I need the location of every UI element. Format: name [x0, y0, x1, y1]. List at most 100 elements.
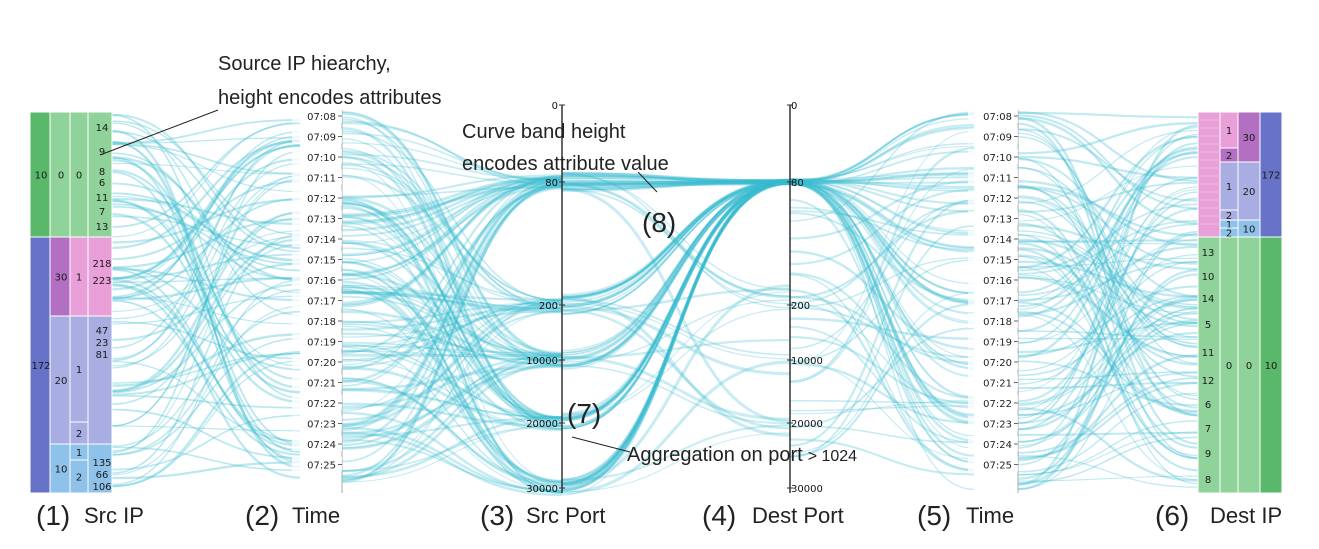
port-tick-label: 30000 — [791, 484, 823, 495]
flow-band — [111, 205, 301, 265]
flow-band — [561, 171, 791, 185]
flow-band — [1017, 207, 1199, 403]
time-tick-label: 07:09 — [983, 133, 1012, 144]
flow-band — [789, 210, 975, 236]
flow-band — [561, 424, 791, 482]
flow-band — [341, 366, 563, 431]
hier-label: 8 — [1205, 475, 1211, 486]
flow-band — [561, 296, 791, 437]
flow-band — [111, 213, 301, 403]
flow-band — [789, 405, 975, 412]
flow-band — [789, 273, 975, 471]
tick-bg — [292, 272, 342, 287]
flow-band — [789, 289, 975, 472]
tick-bg — [292, 292, 342, 308]
hier-label: 10 — [1202, 272, 1215, 283]
tick-bg — [292, 251, 342, 267]
axis-label: Time — [966, 503, 1014, 528]
flow-band — [111, 262, 301, 341]
flow-band — [1017, 128, 1199, 401]
flow-band — [561, 182, 791, 299]
time-tick-label: 07:25 — [983, 461, 1012, 472]
flow-band — [561, 181, 791, 306]
flow-band — [561, 181, 791, 482]
flow-band — [111, 211, 301, 452]
flow-band — [341, 247, 563, 301]
flow-band — [341, 201, 563, 424]
axis-label: Dest IP — [1210, 503, 1282, 528]
time-axis-1: 07:0807:0907:1007:1107:1207:1307:1407:15… — [292, 108, 343, 493]
annotation-line: Aggregation on port> 1024 — [627, 444, 857, 466]
time-tick-label: 07:25 — [307, 461, 336, 472]
flow-band — [789, 173, 975, 183]
time-tick-label: 07:17 — [983, 297, 1012, 308]
flow-band — [341, 185, 563, 463]
flow-band — [111, 113, 301, 249]
flow-band — [111, 137, 301, 144]
flow-band — [341, 310, 563, 338]
annotation-leader — [637, 171, 658, 193]
port-tick-label: 30000 — [526, 484, 558, 495]
hier-label: 1 — [1226, 126, 1232, 137]
flow-band — [1017, 238, 1199, 310]
flow-band — [561, 364, 791, 425]
time-tick-label: 07:22 — [307, 399, 336, 410]
flow-band — [341, 290, 563, 357]
flow-band — [561, 179, 791, 190]
flow-band — [111, 320, 301, 360]
flow-band — [111, 350, 301, 488]
flow-band — [789, 209, 975, 299]
flow-band — [1017, 245, 1199, 316]
flow-band — [111, 145, 301, 283]
hier-label: 10 — [1265, 361, 1278, 372]
flow-band — [561, 179, 791, 191]
flow-band — [341, 359, 563, 450]
axis-title-src-ip: (1) Src IP — [36, 500, 144, 531]
flow-band — [561, 338, 791, 359]
hier-label: 2 — [76, 429, 82, 440]
flow-band — [1017, 475, 1199, 482]
flow-band — [341, 182, 563, 428]
flow-band — [341, 416, 563, 437]
flow-band — [111, 283, 301, 443]
flow-band — [561, 180, 791, 420]
flow-band — [561, 179, 791, 496]
flow-band — [561, 174, 791, 184]
flow-band — [561, 172, 791, 309]
axis-label: Src IP — [84, 503, 144, 528]
flow-band — [341, 355, 563, 473]
flow-band — [789, 317, 975, 340]
flow-band — [1017, 135, 1199, 303]
flow-band — [341, 180, 563, 281]
flow-band — [111, 143, 301, 349]
hier-block — [1259, 236, 1283, 494]
flow-band — [341, 362, 563, 480]
flow-band — [341, 120, 563, 187]
flow-band — [111, 408, 301, 459]
flow-band — [1017, 191, 1199, 449]
flow-band — [789, 183, 975, 305]
tick-bg — [292, 231, 342, 246]
flow-band — [1017, 223, 1199, 297]
flow-band — [111, 283, 301, 394]
flow-band — [341, 225, 563, 486]
hier-label: 10 — [1243, 225, 1256, 236]
hier-label: 2 — [1226, 151, 1232, 162]
hier-label: 172 — [31, 361, 50, 372]
axis-title-dest-ip: (6) Dest IP — [1155, 500, 1282, 531]
flow-band — [111, 295, 301, 325]
tick-bg — [968, 313, 1018, 328]
flow-band — [789, 400, 975, 415]
flow-band — [1017, 124, 1199, 486]
hier-label: 47 — [96, 326, 109, 337]
flow-band — [789, 180, 975, 416]
flow-band — [341, 156, 563, 308]
flow-band — [789, 176, 975, 183]
flow-band — [1017, 122, 1199, 155]
flow-band — [561, 175, 791, 183]
hier-label: 135 — [92, 458, 111, 469]
flow-band — [561, 181, 791, 362]
flow-band — [341, 299, 563, 481]
hier-label: 2 — [1226, 211, 1232, 222]
flow-band — [561, 182, 791, 315]
